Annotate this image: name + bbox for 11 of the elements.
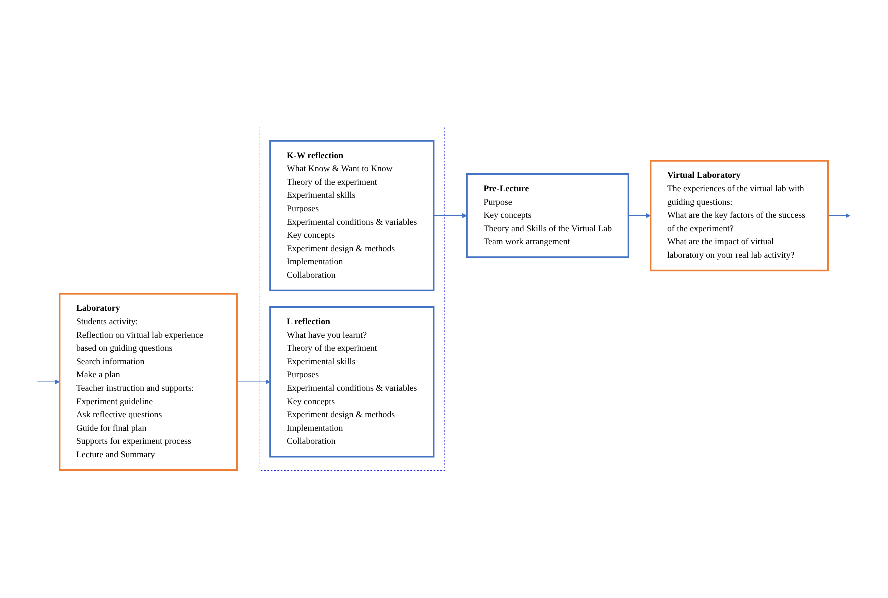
cluster <box>259 126 446 472</box>
node-box: K-W reflection What Know & Want to Know Theory of the experiment Experimental skills Purposes Experimental conditions & variables Key concepts Experiment design & methods Implementation Collaboration <box>270 140 435 292</box>
node-box: L reflection What have you learnt? Theory of the experiment Experimental skills Purposes Experimental conditions & variables Key concepts Experiment design & methods Implementation Collaboration <box>270 306 435 458</box>
node-box: Virtual Laboratory The experiences of the virtual lab with guiding questions: What are the key factors of the success of the experiment? What are the impact of virtual laboratory on your real lab activity? <box>650 160 829 272</box>
arrow <box>433 213 468 218</box>
node-box: Laboratory Students activity: Reflection on virtual lab experience based on guiding questions Search information Make a plan Teacher instruction and supports: Experiment guideline Ask reflective questions Guide for final plan Supports for experiment process Lecture and Summary <box>59 293 238 472</box>
arrow <box>828 213 851 218</box>
arrow <box>628 213 652 218</box>
arrow <box>236 380 271 385</box>
node-box: Pre-Lecture Purpose Key concepts Theory and Skills of the Virtual Lab Team work arrangement <box>466 174 630 258</box>
arrow <box>37 380 60 385</box>
